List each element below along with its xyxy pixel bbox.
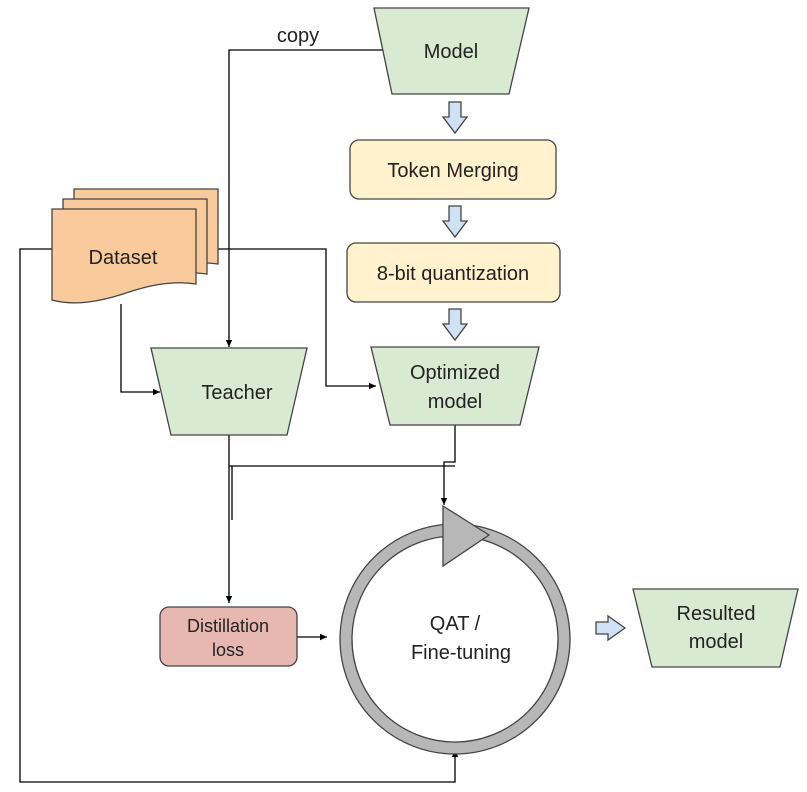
flow-arrow-model-to-token-merging: [441, 101, 469, 135]
edge-teacher-join: [228, 435, 455, 467]
distillation-loss-node: Distillation loss: [159, 606, 298, 667]
flow-arrow-quantization-to-optimized-model: [441, 308, 469, 342]
resulted-model-label-line-2: model: [689, 631, 743, 653]
teacher-node: Teacher: [150, 347, 308, 436]
optimized-model-label-line-2: model: [428, 391, 482, 413]
edge-optimized-model-to-qat-loop: [440, 425, 456, 505]
resulted-model-label-line-1: Resulted: [677, 603, 756, 625]
loop-direction-arrowhead: [442, 504, 491, 568]
edge-model-to-teacher: [225, 49, 385, 347]
token-merging-label: Token Merging: [387, 160, 518, 182]
optimized-model-label-line-1: Optimized: [410, 362, 500, 384]
dataset-node: Dataset: [51, 188, 219, 304]
quantization-label: 8-bit quantization: [377, 263, 529, 285]
flow-arrow-token-merging-to-quantization: [441, 205, 469, 239]
flow-arrow-qat-to-resulted-model: [595, 614, 627, 642]
edge-label-copy: copy: [277, 25, 319, 47]
teacher-label: Teacher: [201, 382, 272, 404]
model-node: Model: [373, 7, 530, 95]
dataset-label: Dataset: [89, 247, 158, 269]
qat-loop-label-line-1: QAT /: [430, 613, 481, 635]
distillation-loss-label-line-1: Distillation: [187, 616, 269, 636]
edge-dataset-to-qat-loop: [19, 248, 459, 783]
qat-loop-label-line-2: Fine-tuning: [411, 642, 511, 664]
edge-dataset-to-teacher: [120, 304, 160, 396]
edge-dataset-to-optimized-model: [205, 248, 376, 390]
quantization-node: 8-bit quantization: [346, 242, 561, 303]
model-label: Model: [424, 41, 478, 63]
resulted-model-node: Resulted model: [632, 588, 799, 668]
qat-loop-node: QAT / Fine-tuning: [339, 504, 571, 755]
token-merging-node: Token Merging: [349, 139, 557, 200]
distillation-loss-label-line-2: loss: [212, 640, 244, 660]
optimized-model-node: Optimized model: [370, 346, 540, 426]
